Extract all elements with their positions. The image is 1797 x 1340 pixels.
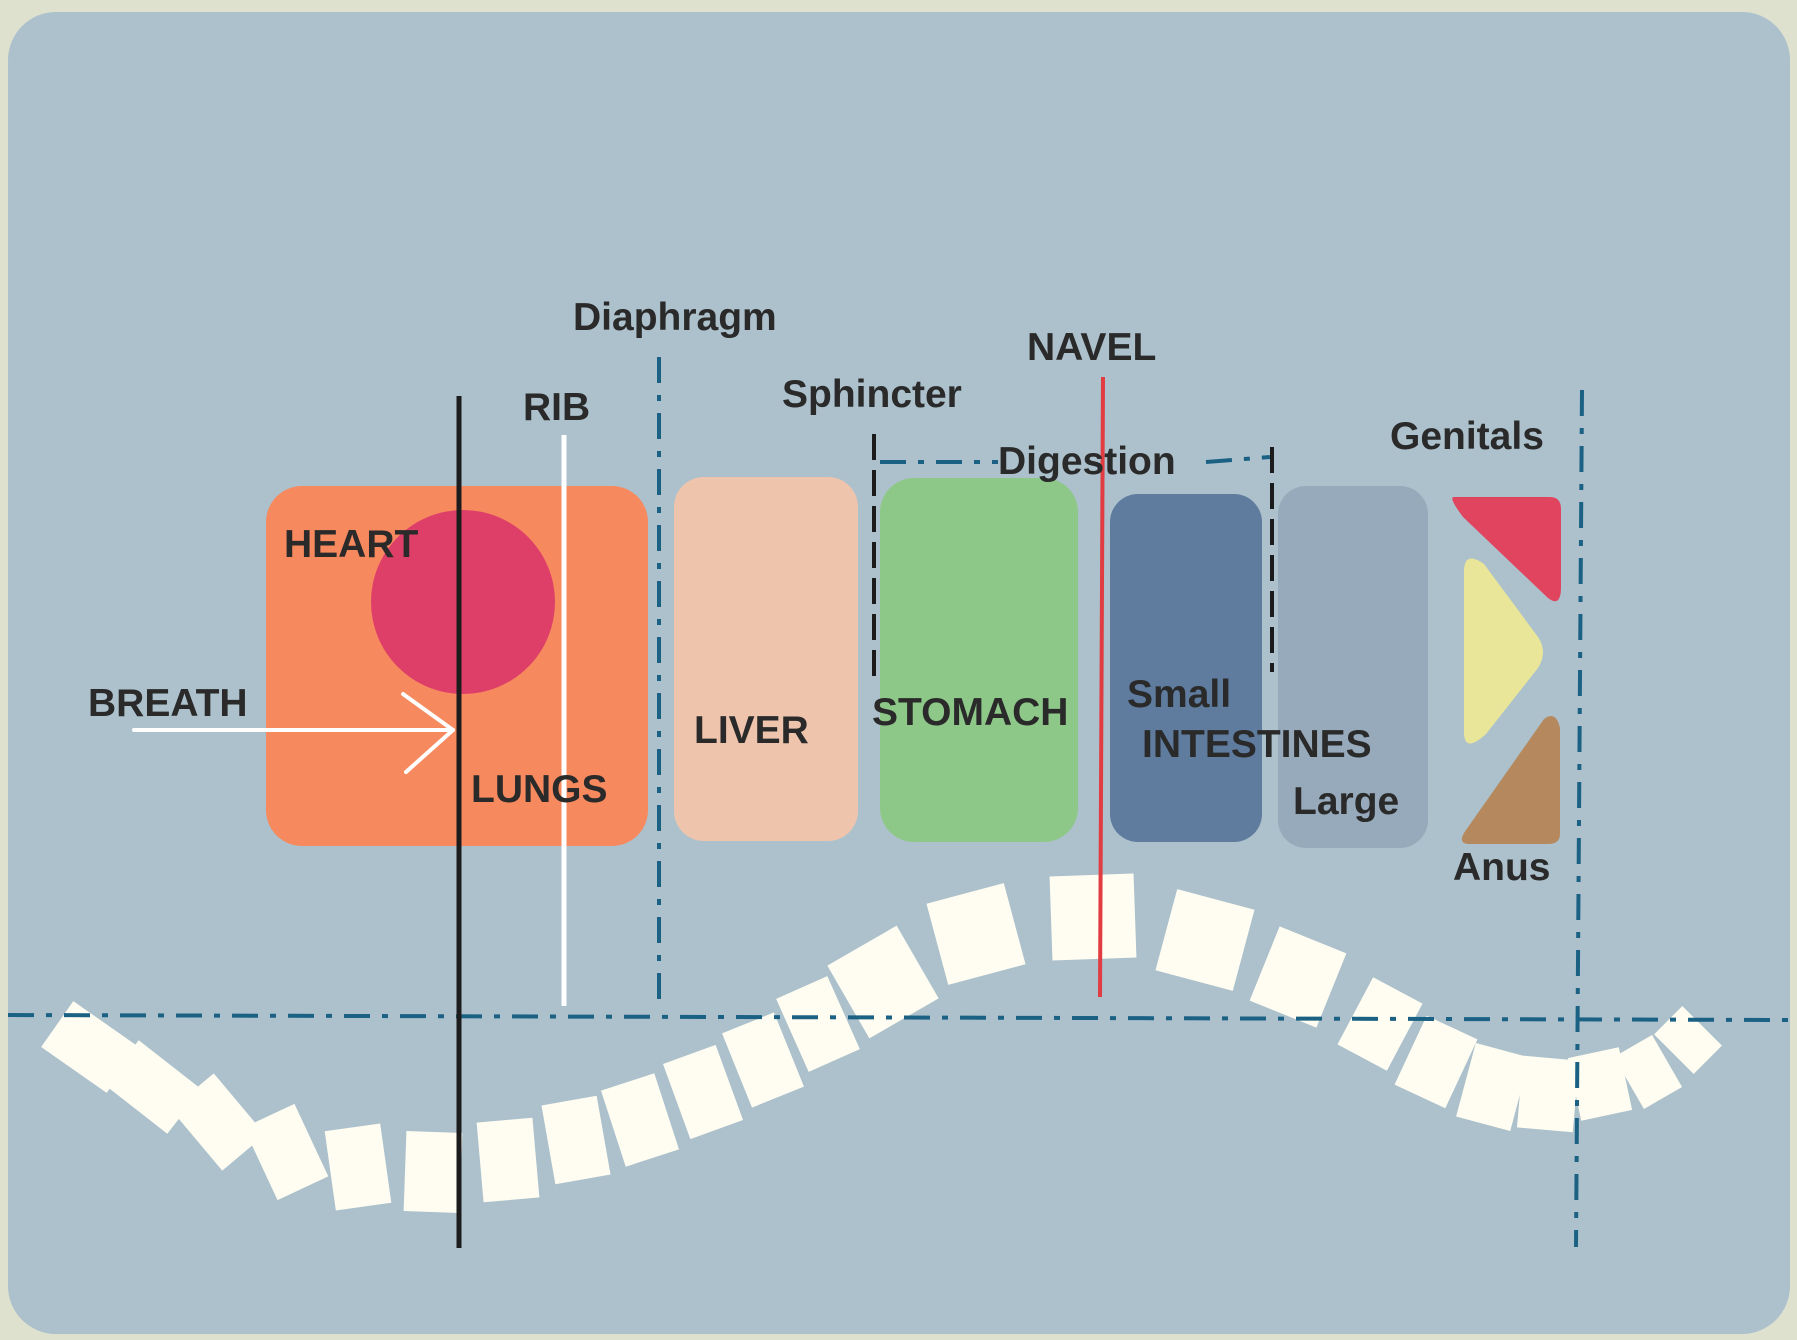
vertebra: [541, 1096, 610, 1185]
anus-label: Anus: [1453, 846, 1551, 889]
vertebra: [477, 1118, 540, 1203]
genitals-label: Genitals: [1390, 415, 1544, 458]
navel-label: NAVEL: [1027, 326, 1156, 369]
vertebra: [663, 1045, 743, 1139]
vertebra: [244, 1104, 329, 1200]
heart-label: HEART: [284, 523, 419, 566]
diagram-card: Diaphragm NAVEL RIB Sphincter Digestion …: [8, 12, 1790, 1334]
stomach-label: STOMACH: [872, 691, 1068, 734]
breath-label: BREATH: [88, 682, 248, 725]
digestion-label: Digestion: [998, 440, 1176, 483]
vertebra: [1050, 874, 1137, 961]
small-label: Small: [1127, 673, 1231, 716]
intestines-label: INTESTINES: [1142, 723, 1372, 766]
liver-label: LIVER: [694, 709, 809, 752]
vertebra: [1155, 889, 1254, 991]
lungs-label: LUNGS: [471, 768, 608, 811]
vertebra: [1517, 1056, 1579, 1133]
stomach-block: [880, 478, 1078, 842]
liver-block: [674, 477, 858, 841]
middle-triangle: [1464, 559, 1543, 744]
diaphragm-label: Diaphragm: [573, 296, 777, 339]
spine-vertebrae: [41, 874, 1722, 1213]
vertebra: [325, 1123, 392, 1210]
vertebra: [926, 883, 1025, 985]
small-intestine-block: [1110, 494, 1262, 842]
sphincter-label: Sphincter: [782, 373, 962, 416]
digestion-bracket-top-right: [1206, 457, 1270, 462]
body-diagram: Diaphragm NAVEL RIB Sphincter Digestion …: [8, 12, 1790, 1334]
vertebra: [1250, 926, 1347, 1027]
vertebra: [601, 1073, 679, 1166]
vertebra: [404, 1131, 463, 1213]
rib-label: RIB: [523, 386, 590, 429]
large-label: Large: [1293, 780, 1399, 823]
